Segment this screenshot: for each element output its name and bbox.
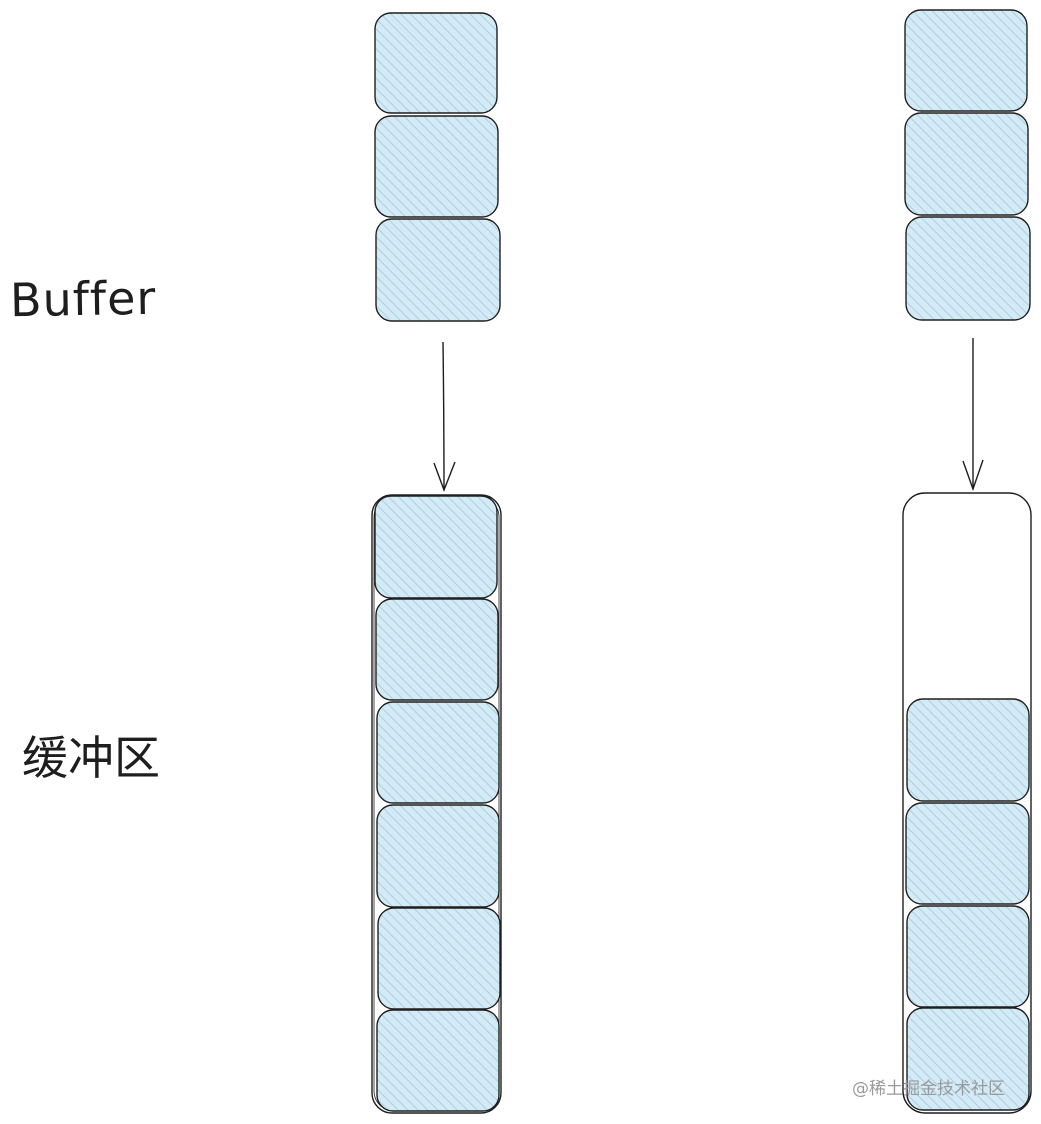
left-incoming-block-1: [374, 12, 498, 114]
right-buffer-block-1: [906, 698, 1030, 802]
left-incoming-stack: [374, 12, 501, 322]
left-incoming-block-2: [374, 115, 499, 218]
left-buffer-block-4: [376, 804, 500, 908]
right-incoming-stack: [904, 9, 1031, 321]
left-buffer-block-6: [376, 1009, 500, 1112]
right-buffer: [902, 492, 1032, 1114]
right-arrow: [962, 338, 984, 492]
right-buffer-block-2: [905, 802, 1030, 905]
left-buffer-block-1: [374, 495, 498, 599]
left-arrow: [433, 341, 456, 492]
right-buffer-block-4: [906, 1007, 1030, 1111]
right-incoming-block-2: [904, 112, 1029, 216]
right-buffer-block-3: [906, 905, 1030, 1008]
left-buffer: [371, 494, 502, 1114]
left-buffer-block-5: [377, 907, 501, 1010]
watermark: @稀土掘金技术社区: [852, 1079, 1005, 1099]
left-buffer-block-3: [376, 701, 500, 804]
right-incoming-block-1: [904, 9, 1028, 112]
right-buffer-container: [902, 492, 1032, 1114]
left-buffer-block-2: [375, 598, 499, 701]
buffer-label: Buffer: [9, 270, 157, 328]
right-incoming-block-3: [905, 216, 1031, 321]
buffer-zone-label: 缓冲区: [22, 731, 160, 785]
left-buffer-container: [371, 494, 502, 1114]
left-incoming-block-3: [375, 218, 501, 322]
